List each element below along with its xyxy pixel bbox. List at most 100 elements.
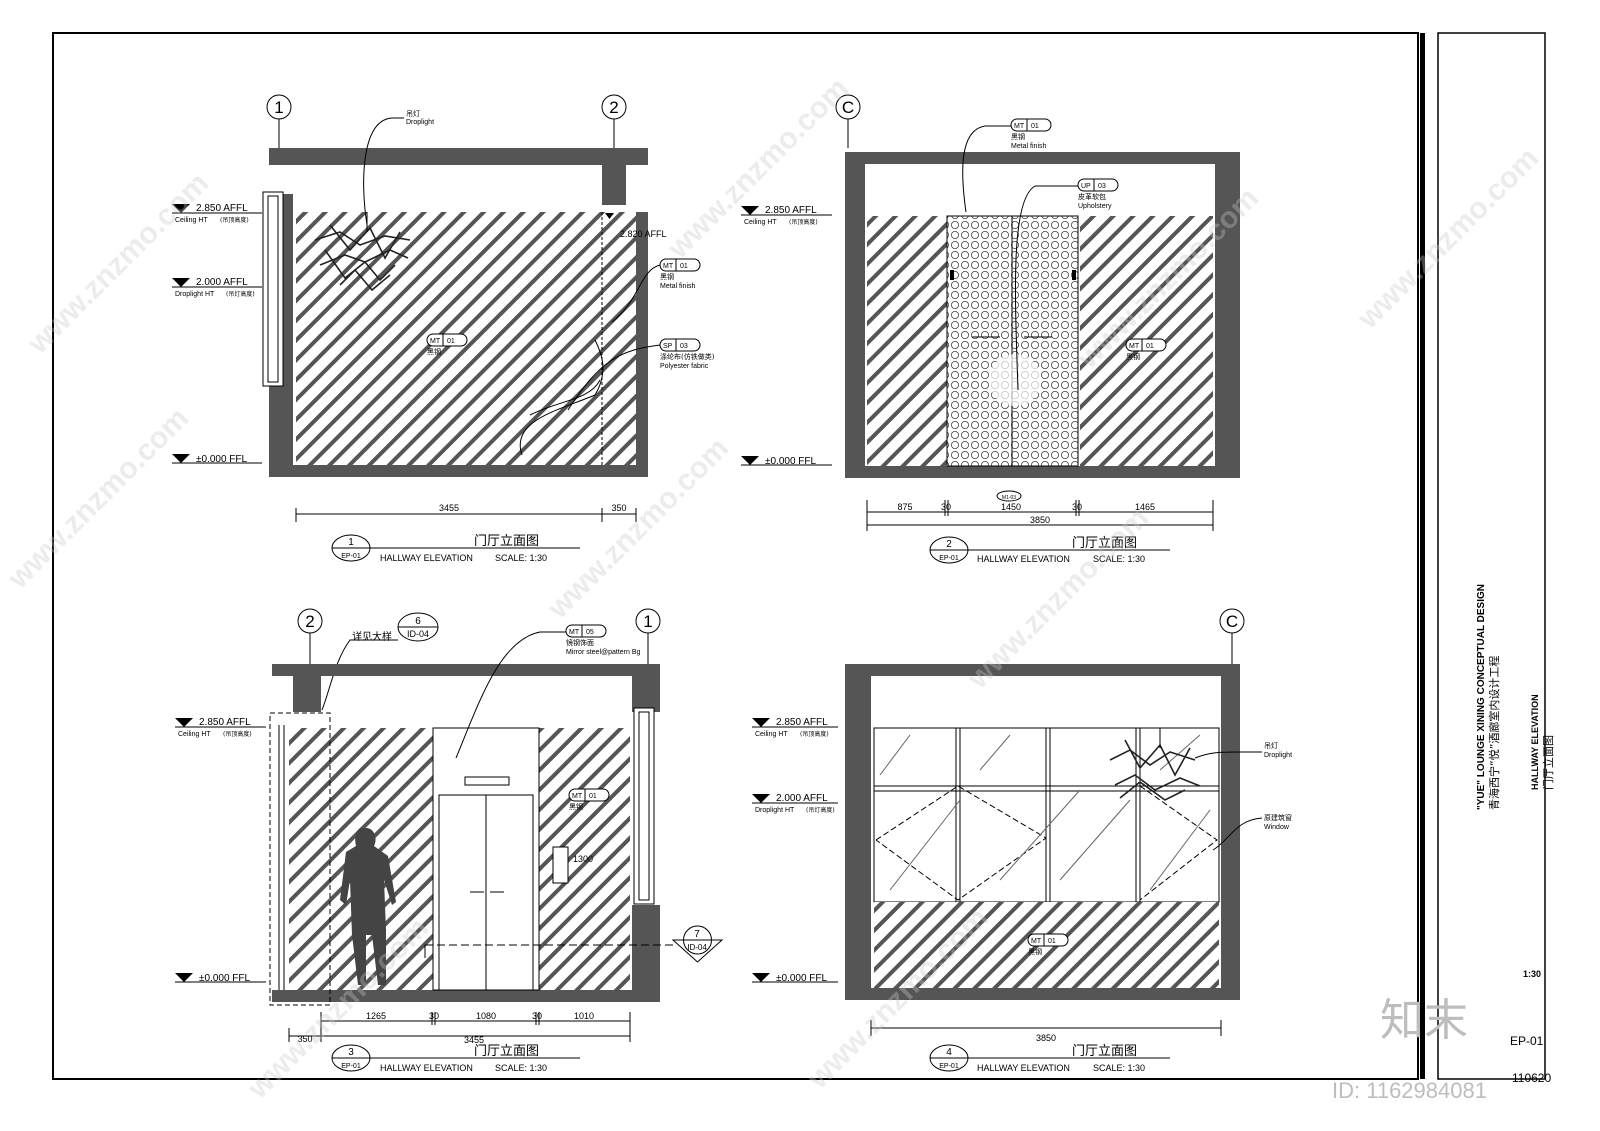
svg-text:1: 1 <box>643 612 652 631</box>
title-block: "YUE" LOUNGE XINING CONCEPTUAL DESIGN 青海… <box>1476 584 1555 1085</box>
sheet-number: EP-01 <box>1510 1034 1544 1048</box>
elevation-title-2: 2 EP-01 门厅立面图 HALLWAY ELEVATION SCALE: 1… <box>929 536 1170 564</box>
svg-text:6: 6 <box>415 616 421 627</box>
svg-text:M1-03: M1-03 <box>1002 495 1016 501</box>
svg-text:镜钢饰面: 镜钢饰面 <box>566 638 594 647</box>
grid-bubble-3-left: 2 <box>297 608 323 664</box>
grid-bubble-1-left: 1 <box>266 94 292 148</box>
tag-mt-01-a: MT 01 黑钢 Metal finish <box>659 258 701 290</box>
svg-text:SCALE: 1:30: SCALE: 1:30 <box>495 1063 547 1073</box>
svg-text:涤纶布(仿铁做类): 涤纶布(仿铁做类) <box>660 352 715 361</box>
svg-text:Window: Window <box>1264 824 1290 831</box>
svg-text:Upholstery: Upholstery <box>1078 203 1112 210</box>
level-marker-floor-4: ±0.000 FFL <box>752 973 838 984</box>
svg-text:Mirror steel@pattern Bg: Mirror steel@pattern Bg <box>566 649 641 656</box>
level-marker-ceiling-2: 2.850 AFFL Ceiling HT (吊顶高度) <box>741 205 832 226</box>
svg-text:1: 1 <box>348 537 354 548</box>
tag-mt-01-b: MT 01 黑钢 Metal finish <box>1010 118 1052 150</box>
svg-text:2.850 AFFL: 2.850 AFFL <box>199 717 251 728</box>
drawing-title-en: HALLWAY ELEVATION <box>1530 694 1540 790</box>
svg-text:(吊灯高度): (吊灯高度) <box>226 290 255 298</box>
svg-text:±0.000 FFL: ±0.000 FFL <box>776 973 828 984</box>
watermark-logo: 知末 ID: 1162984081 <box>1332 995 1487 1103</box>
tag-sp-03: SP 03 涤纶布(仿铁做类) Polyester fabric <box>659 338 715 370</box>
level-marker-floor-3: ±0.000 FFL <box>175 973 266 984</box>
svg-text:01: 01 <box>1031 123 1039 130</box>
tag-mt-01-wall-3: MT 01 黑钢 <box>568 788 610 811</box>
svg-text:01: 01 <box>1048 938 1056 945</box>
dimension-line-1 <box>295 508 637 522</box>
svg-text:Droplight HT: Droplight HT <box>755 807 795 814</box>
svg-text:1: 1 <box>274 98 283 117</box>
svg-text:(吊顶高度): (吊顶高度) <box>223 730 252 738</box>
svg-text:2: 2 <box>609 98 618 117</box>
svg-text:(吊灯高度): (吊灯高度) <box>806 806 835 814</box>
level-marker-ceiling-3: 2.850 AFFL Ceiling HT (吊顶高度) <box>175 717 266 738</box>
svg-text:UP: UP <box>1081 183 1091 190</box>
svg-text:www.znzmo.com: www.znzmo.com <box>1 402 195 596</box>
svg-text:±0.000 FFL: ±0.000 FFL <box>765 456 817 467</box>
tag-mt-01-wall-2: MT 01 黑钢 <box>1125 338 1167 361</box>
svg-text:2.850 AFFL: 2.850 AFFL <box>776 717 828 728</box>
svg-text:(吊顶高度): (吊顶高度) <box>789 218 818 226</box>
svg-text:EP-01: EP-01 <box>939 1063 959 1070</box>
svg-text:详见大样: 详见大样 <box>352 630 392 643</box>
door-pendant-light <box>989 354 1041 406</box>
svg-text:01: 01 <box>680 263 688 270</box>
level-marker-droplight-1: 2.000 AFFL Droplight HT (吊灯高度) <box>172 277 262 298</box>
watermark-layer: www.znzmo.com www.znzmo.com www.znzmo.co… <box>1 72 1545 1106</box>
elevation-2: C MT 01 黑钢 Metal finish UP <box>741 94 1240 564</box>
svg-text:HALLWAY ELEVATION: HALLWAY ELEVATION <box>380 1063 473 1073</box>
svg-text:875: 875 <box>897 502 912 512</box>
svg-text:www.znzmo.com: www.znzmo.com <box>1351 142 1545 336</box>
section-marker-7: 7 ID-04 <box>424 925 724 963</box>
svg-text:03: 03 <box>680 343 688 350</box>
svg-text:EP-01: EP-01 <box>341 1063 361 1070</box>
tag-mt-05: MT 05 镜钢饰面 Mirror steel@pattern Bg <box>565 624 641 656</box>
dimension-line-4 <box>870 1020 1222 1036</box>
dimension-line-3 <box>288 1012 631 1042</box>
svg-text:2.000 AFFL: 2.000 AFFL <box>196 277 248 288</box>
svg-text:MT: MT <box>663 263 674 270</box>
detail-callout-6: 6 ID-04 详见大样 <box>321 612 439 711</box>
level-marker-ceiling-4: 2.850 AFFL Ceiling HT (吊顶高度) <box>752 717 838 738</box>
elevation-title-4: 4 EP-01 门厅立面图 HALLWAY ELEVATION SCALE: 1… <box>929 1044 1170 1073</box>
svg-text:Ceiling HT: Ceiling HT <box>755 731 788 738</box>
svg-text:黑钢: 黑钢 <box>1011 132 1025 141</box>
svg-text:01: 01 <box>589 793 597 800</box>
svg-text:2.850 AFFL: 2.850 AFFL <box>196 203 248 214</box>
elevation-1: 1 2 吊灯 Dro <box>172 94 715 563</box>
grid-bubble-3-right: 1 <box>635 608 661 664</box>
svg-text:原建筑窗: 原建筑窗 <box>1264 813 1292 822</box>
svg-text:Metal finish: Metal finish <box>1011 143 1047 150</box>
svg-text:3: 3 <box>348 1047 354 1058</box>
svg-text:www.znzmo.com: www.znzmo.com <box>21 167 215 361</box>
svg-text:黑钢: 黑钢 <box>660 272 674 281</box>
svg-text:Polyester fabric: Polyester fabric <box>660 363 709 370</box>
svg-text:2.820 AFFL: 2.820 AFFL <box>620 229 667 239</box>
project-title-en: "YUE" LOUNGE XINING CONCEPTUAL DESIGN <box>1476 584 1487 810</box>
svg-text:MT: MT <box>569 629 580 636</box>
svg-text:01: 01 <box>447 338 455 345</box>
svg-text:7: 7 <box>694 929 700 940</box>
svg-text:MT: MT <box>1014 123 1025 130</box>
svg-text:ID-04: ID-04 <box>687 943 707 952</box>
svg-text:门厅立面图: 门厅立面图 <box>474 1044 539 1059</box>
svg-text:Droplight HT: Droplight HT <box>175 291 215 298</box>
tag-mt-01-wall-4: MT 01 黑钢 <box>1027 933 1069 956</box>
grid-bubble-1-right: 2 <box>601 94 627 148</box>
svg-text:MT: MT <box>430 338 441 345</box>
tag-up-03: UP 03 皮革软包 Upholstery <box>1077 178 1119 210</box>
wall-panel-hatched <box>867 216 947 466</box>
elevation-title-3: 3 EP-01 门厅立面图 HALLWAY ELEVATION SCALE: 1… <box>331 1044 580 1073</box>
sheet-scale: 1:30 <box>1523 969 1541 979</box>
svg-text:SP: SP <box>663 343 673 350</box>
svg-text:ID: 1162984081: ID: 1162984081 <box>1332 1078 1487 1103</box>
svg-text:门厅立面图: 门厅立面图 <box>1072 536 1137 551</box>
elevation-4: C MT 01 <box>752 608 1292 1073</box>
door-handle-panel <box>552 846 569 884</box>
svg-text:01: 01 <box>1146 343 1154 350</box>
level-marker-floor-2: ±0.000 FFL <box>741 456 832 467</box>
svg-text:Ceiling HT: Ceiling HT <box>175 217 208 224</box>
